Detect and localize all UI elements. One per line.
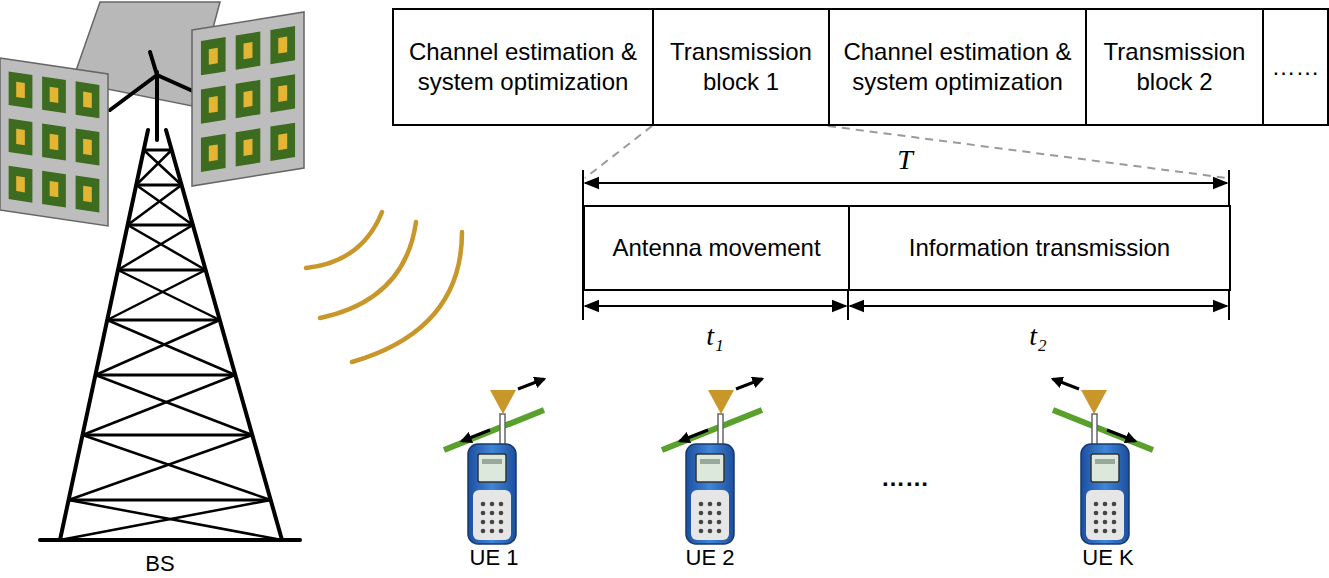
device-label: UE 2 xyxy=(686,545,735,571)
antenna-patch xyxy=(50,134,59,150)
antenna-patch xyxy=(244,42,253,59)
antenna-element xyxy=(270,74,295,112)
drawing-stroke xyxy=(60,500,271,540)
ellipsis: …… xyxy=(881,464,929,492)
box-text: Transmission block 2 xyxy=(1087,37,1262,97)
frame-slot: Channel estimation & system optimization xyxy=(828,8,1087,126)
drawing-stroke xyxy=(107,270,205,320)
antenna-patch xyxy=(278,37,287,54)
antenna-element xyxy=(9,166,33,203)
antenna-patch xyxy=(209,96,218,113)
station-label: BS xyxy=(145,551,174,577)
box-text: …… xyxy=(1266,52,1326,82)
antenna-patch xyxy=(244,139,253,156)
dimension-label: t₂ xyxy=(1029,320,1047,352)
box-text: Channel estimation & system optimization xyxy=(830,37,1085,97)
antenna-element xyxy=(270,26,295,64)
antenna-patch xyxy=(83,92,92,108)
frame-slot: …… xyxy=(1262,8,1329,126)
antenna-patch xyxy=(209,48,218,65)
drawing-stroke xyxy=(128,185,182,225)
antenna-patch xyxy=(83,139,92,155)
drawing-stroke xyxy=(95,320,219,375)
drawing-stroke xyxy=(144,150,182,185)
drawing-stroke xyxy=(107,319,220,322)
drawing-stroke xyxy=(136,184,181,187)
dimension-label: T xyxy=(897,144,913,176)
antenna-panels xyxy=(0,12,304,226)
drawing-stroke xyxy=(118,225,193,270)
drawing-stroke xyxy=(69,499,271,502)
antenna-patch xyxy=(83,186,92,202)
antenna-element xyxy=(236,80,261,118)
frame-slot: Transmission block 2 xyxy=(1085,8,1264,126)
antenna-patch xyxy=(50,87,59,103)
antenna-patch xyxy=(244,90,253,107)
phase-box: Information transmission xyxy=(848,205,1231,291)
drawing-stroke xyxy=(95,375,252,435)
antenna-element xyxy=(42,124,66,161)
antenna-element xyxy=(201,134,226,172)
antenna-element xyxy=(9,71,33,108)
antenna-element xyxy=(201,37,226,75)
drawing-stroke xyxy=(83,375,236,435)
drawing-stroke xyxy=(128,225,206,270)
radio-waves xyxy=(306,212,462,362)
drawing-stroke xyxy=(136,185,193,225)
zoom-lines xyxy=(585,126,1227,178)
antenna-patch xyxy=(50,181,59,197)
antenna-element xyxy=(236,128,261,166)
drawing-stroke xyxy=(83,434,253,437)
drawing-stroke xyxy=(118,270,220,320)
ue-phone xyxy=(1053,379,1153,544)
antenna-element xyxy=(236,32,261,70)
antenna-panel xyxy=(192,12,304,186)
box-text: Information transmission xyxy=(903,233,1176,263)
box-text: Channel estimation & system optimization xyxy=(394,37,652,97)
antenna-panel xyxy=(0,58,108,226)
ue-phone xyxy=(662,379,762,544)
antenna-patch xyxy=(278,133,287,150)
drawing-stroke xyxy=(144,149,172,152)
antenna-element xyxy=(76,176,100,213)
antenna-patch xyxy=(16,129,25,145)
dimension-label: t₁ xyxy=(706,320,724,352)
device-label: UE K xyxy=(1082,545,1133,571)
frame-slot: Transmission block 1 xyxy=(652,8,830,126)
drawing-stroke xyxy=(95,374,235,377)
antenna-element xyxy=(201,85,226,123)
drawing-stroke xyxy=(69,500,282,540)
antenna-patch xyxy=(16,82,25,98)
antenna-element xyxy=(9,119,33,156)
antenna-element xyxy=(270,123,295,161)
phase-box: Antenna movement xyxy=(583,205,850,291)
drawing-stroke xyxy=(107,320,235,375)
drawing-stroke xyxy=(69,435,253,500)
device-label: UE 1 xyxy=(470,545,519,571)
antenna-patch xyxy=(278,85,287,102)
antenna-element xyxy=(42,171,66,208)
drawing-stroke xyxy=(118,269,206,272)
box-text: Antenna movement xyxy=(606,233,826,263)
box-text: Transmission block 1 xyxy=(654,37,828,97)
drawing-stroke xyxy=(136,150,171,185)
drawing-stroke xyxy=(83,435,271,500)
ue-phone xyxy=(444,379,544,544)
drawing-stroke xyxy=(128,224,193,227)
antenna-element xyxy=(42,76,66,113)
antenna-patch xyxy=(209,144,218,161)
antenna-patch xyxy=(16,176,25,192)
frame-slot: Channel estimation & system optimization xyxy=(392,8,654,126)
antenna-element xyxy=(76,128,100,165)
antenna-element xyxy=(76,81,100,118)
